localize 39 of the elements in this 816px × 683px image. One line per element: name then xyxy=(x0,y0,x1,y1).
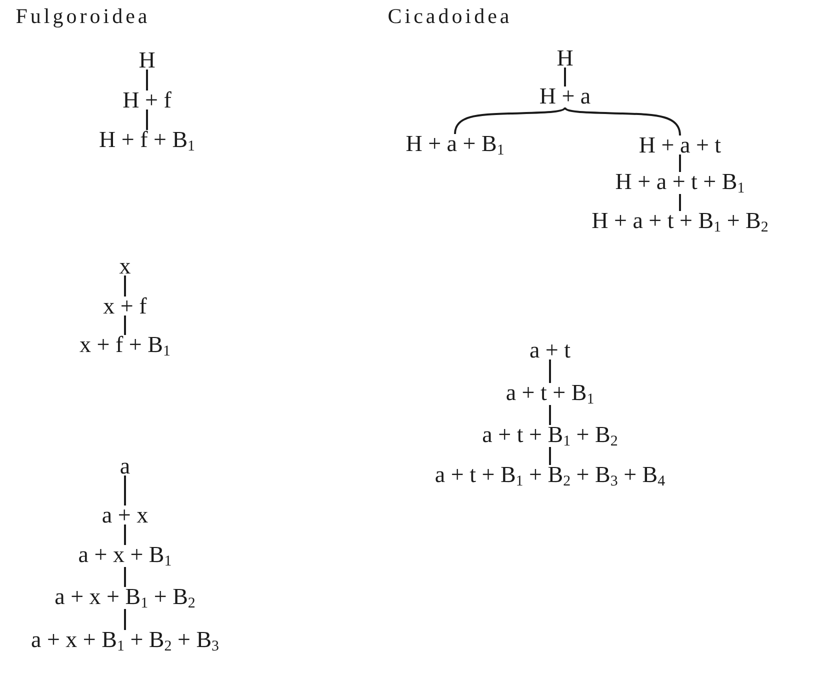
connector-line xyxy=(124,316,126,335)
formula-text: H + a + t xyxy=(636,132,724,158)
connector-line xyxy=(679,154,681,172)
formula-text: x + f + B$_{1}$ xyxy=(78,332,172,360)
formula-text: H + a + t + B$_{1}$ xyxy=(613,168,747,198)
formula-text: H xyxy=(136,47,158,73)
formula-text: a + x + B$_{1}$ xyxy=(76,542,174,570)
connector-line xyxy=(146,110,148,130)
formula-text: a + t + B$_{1}$ + B$_{2}$ + B$_{3}$ + B$_{4}$ xyxy=(432,462,668,490)
formula-text: H + a xyxy=(537,83,593,109)
formula-text: H + a + t + B$_{1}$ + B$_{2}$ xyxy=(590,208,770,236)
connector-line xyxy=(124,567,126,587)
formula-text: H + f + B$_{1}$ xyxy=(96,126,198,156)
formula-text: a + t + B$_{1}$ + B$_{2}$ xyxy=(480,422,620,450)
formula-text: H + a + B$_{1}$ xyxy=(404,130,506,160)
connector-line xyxy=(564,68,566,86)
brace-line xyxy=(564,107,681,136)
connector-line xyxy=(549,405,551,425)
formula-text: a + x xyxy=(100,502,150,528)
connector-line xyxy=(549,447,551,465)
connector-line xyxy=(146,70,148,90)
formula-text: x + f xyxy=(101,293,149,319)
formula-text: a + x + B$_{1}$ + B$_{2}$ xyxy=(52,584,198,612)
formula-text: a + x + B$_{1}$ + B$_{2}$ + B$_{3}$ xyxy=(28,626,222,656)
formula-text: H xyxy=(554,45,576,71)
formula-text: a xyxy=(118,453,132,479)
connector-line xyxy=(124,524,126,545)
formula-text: a + t + B$_{1}$ xyxy=(504,380,596,408)
column-heading: Cicadoidea xyxy=(388,4,512,29)
column-heading: Fulgoroidea xyxy=(16,4,150,29)
connector-line xyxy=(124,276,126,296)
connector-line xyxy=(124,476,126,506)
connector-line xyxy=(124,609,126,630)
formula-text: H + f xyxy=(120,87,174,113)
connector-line xyxy=(549,360,551,383)
formula-text: a + t xyxy=(527,337,573,363)
formula-text: x xyxy=(117,253,133,279)
brace-line xyxy=(454,107,566,134)
connector-line xyxy=(679,194,681,211)
